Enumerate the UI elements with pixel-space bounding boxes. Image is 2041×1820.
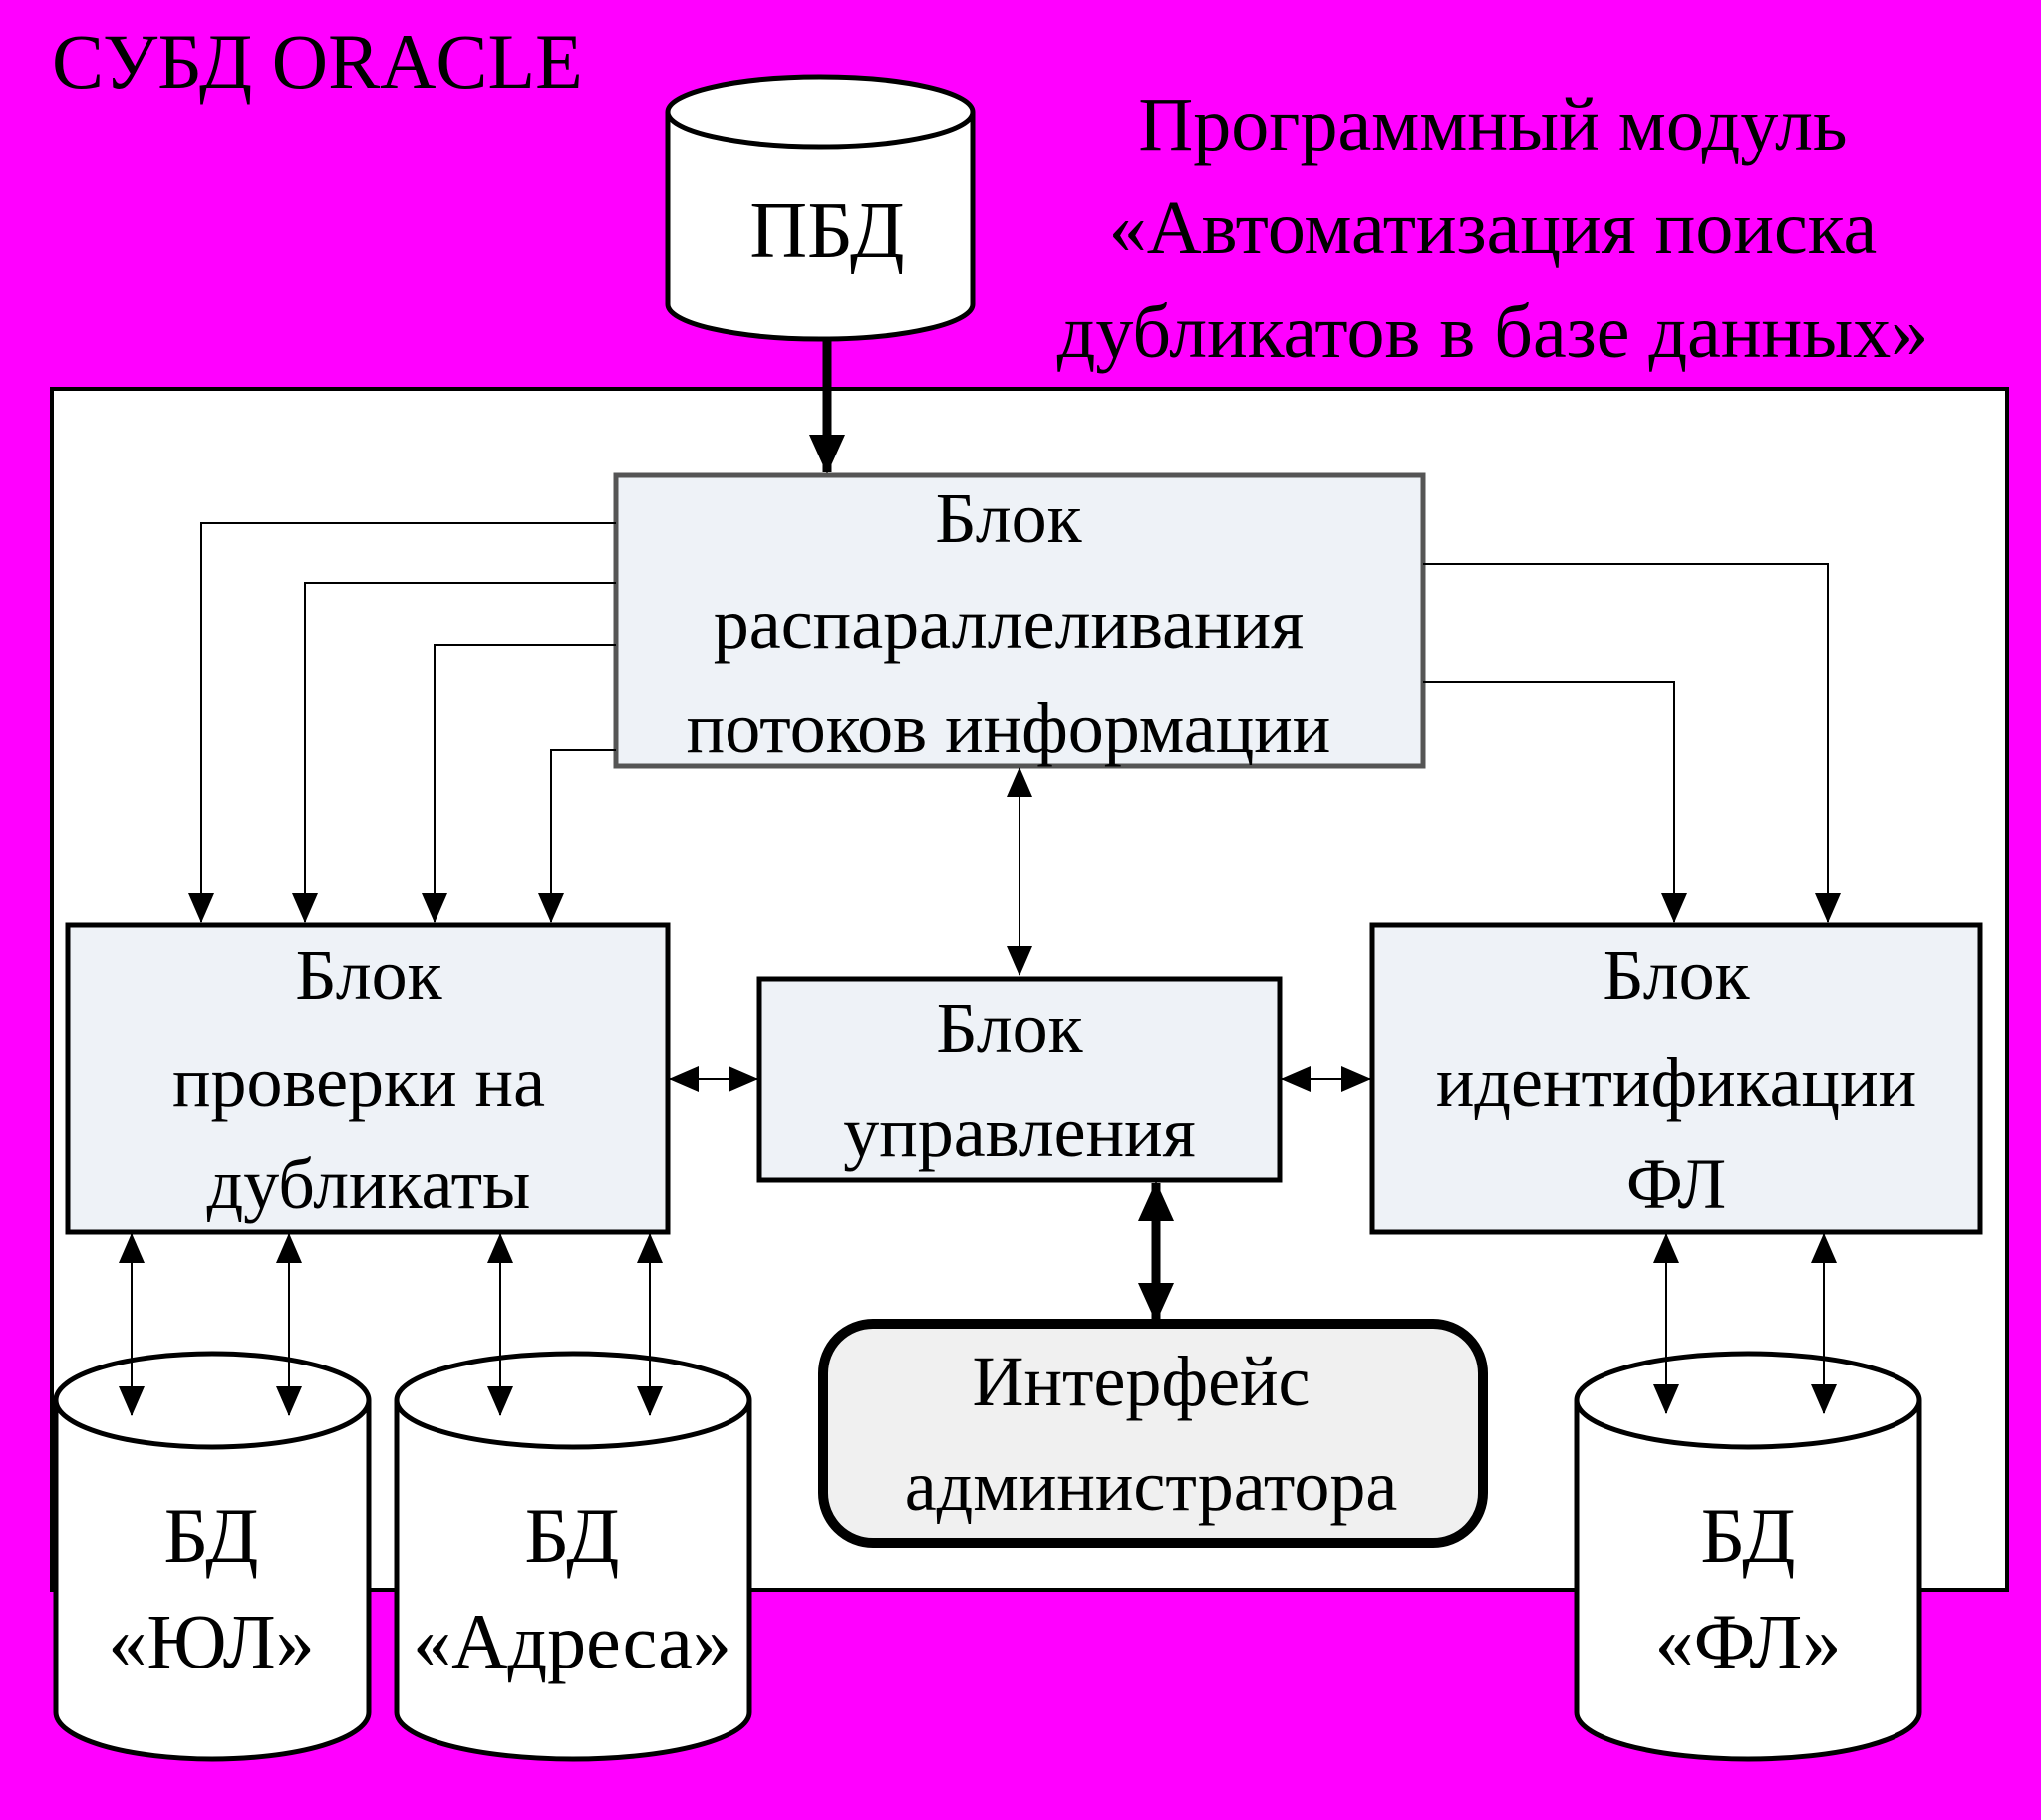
identification-line-1: Блок: [1603, 935, 1750, 1015]
ul-line-1: БД: [163, 1492, 258, 1579]
ul-line-2: «ЮЛ»: [108, 1598, 314, 1684]
admin-line-1: Интерфейс: [972, 1342, 1310, 1421]
block-duplicates: Блок проверки на дубликаты: [65, 922, 671, 1235]
module-title-line-2: «Автоматизация поиска: [1109, 186, 1878, 270]
addresses-line-1: БД: [524, 1492, 619, 1579]
arrows-identification-database: [1653, 1233, 1837, 1414]
module-title-line-1: Программный модуль: [1138, 83, 1847, 166]
system-label: СУБД ORACLE: [52, 18, 583, 105]
parallel-line-2: распараллеливания: [714, 584, 1304, 664]
module-title-line-3: дубликатов в базе данных»: [1057, 290, 1929, 374]
module-title: Программный модуль «Автоматизация поиска…: [1057, 83, 1929, 374]
database-ul: БД «ЮЛ»: [53, 1351, 372, 1762]
duplicates-line-1: Блок: [295, 935, 442, 1015]
parallel-line-3: потоков информации: [687, 688, 1331, 767]
block-identification: Блок идентификации ФЛ: [1369, 922, 1983, 1235]
pbd-label: ПБД: [749, 187, 904, 275]
block-parallel: Блок распараллеливания потоков информаци…: [613, 472, 1426, 769]
connectors-parallel-to-identification: [1423, 563, 1841, 923]
block-control: Блок управления: [756, 976, 1283, 1183]
duplicates-line-2: проверки на: [172, 1043, 545, 1122]
control-line-2: управления: [843, 1092, 1196, 1172]
addresses-line-2: «Адреса»: [413, 1598, 731, 1684]
database-addresses: БД «Адреса»: [394, 1351, 752, 1762]
admin-interface: Интерфейс администратора: [818, 1319, 1488, 1548]
duplicates-line-3: дубликаты: [207, 1144, 531, 1224]
connectors-parallel-to-duplicates: [188, 522, 616, 923]
database-fl: БД «ФЛ»: [1574, 1351, 1922, 1762]
fl-line-1: БД: [1700, 1492, 1795, 1579]
fl-line-2: «ФЛ»: [1655, 1598, 1842, 1684]
identification-line-3: ФЛ: [1626, 1144, 1726, 1224]
parallel-line-1: Блок: [935, 478, 1082, 558]
database-pbd: ПБД: [665, 74, 976, 342]
identification-line-2: идентификации: [1436, 1043, 1916, 1122]
control-line-1: Блок: [936, 988, 1083, 1067]
admin-line-2: администратора: [905, 1446, 1398, 1526]
arrows-duplicates-databases: [119, 1233, 663, 1416]
